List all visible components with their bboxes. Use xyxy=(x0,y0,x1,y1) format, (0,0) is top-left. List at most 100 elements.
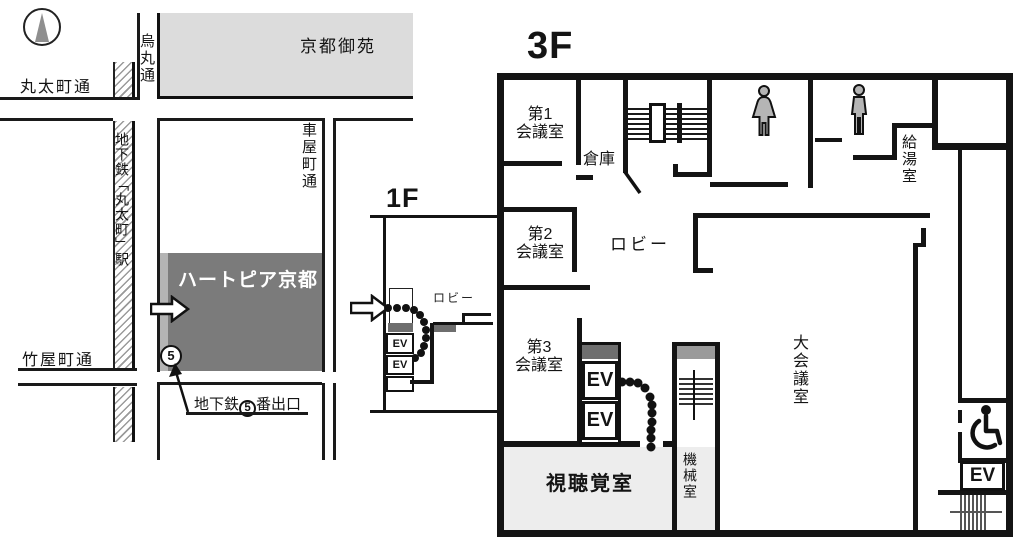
machine-room-fill xyxy=(677,447,715,530)
wall-segment xyxy=(693,268,713,273)
wall-segment xyxy=(707,80,712,173)
exit-note-number: 5 xyxy=(239,400,257,417)
wall-segment xyxy=(663,441,672,447)
av-room-label: 視聴覚室 xyxy=(546,473,634,495)
street-line xyxy=(0,97,137,100)
wall-segment xyxy=(370,410,497,413)
building-name-label: ハートピア京都 xyxy=(177,270,318,291)
block-line xyxy=(157,118,160,372)
street-line xyxy=(137,13,140,100)
block-line xyxy=(333,118,413,121)
wall-segment xyxy=(672,342,720,346)
street-line xyxy=(333,383,336,460)
door-swing xyxy=(623,170,642,195)
wall-segment xyxy=(715,342,720,530)
street-line xyxy=(333,118,336,372)
wall-segment xyxy=(815,138,842,142)
floor1-title: 1F xyxy=(386,183,420,213)
wall-segment xyxy=(572,212,577,272)
meeting-room-3-label: 第3 会議室 xyxy=(514,339,563,374)
elevator-1f-2: EV xyxy=(386,355,414,375)
exit-note-suffix: 番出口 xyxy=(256,396,302,413)
street-line xyxy=(18,383,137,386)
kitchenette-label: 給湯室 xyxy=(900,134,917,185)
wall-segment xyxy=(932,143,1006,150)
meeting-room-1-label: 第1 会議室 xyxy=(515,106,564,141)
outer-wall xyxy=(497,73,1013,80)
wall-segment xyxy=(938,490,1006,495)
exit-5-marker: 5 xyxy=(160,345,182,367)
wall-segment xyxy=(853,155,897,160)
street-label-marutamachi: 丸太町通 xyxy=(20,79,93,96)
step-landing xyxy=(433,323,456,332)
wall-segment xyxy=(672,342,677,530)
wall-segment xyxy=(808,80,813,188)
street-label-karasuma: 烏丸通 xyxy=(138,33,155,84)
elevator-3f-2: EV xyxy=(582,401,618,440)
wall-segment xyxy=(463,313,491,316)
meeting-room-2-label: 第2 会議室 xyxy=(515,226,564,261)
floor3-title: 3F xyxy=(527,25,574,67)
wall-segment xyxy=(693,218,698,272)
wall-segment xyxy=(932,80,938,150)
wall-segment xyxy=(958,150,962,398)
street-line xyxy=(0,118,113,121)
wall-segment xyxy=(958,432,962,458)
wall-segment xyxy=(673,172,712,177)
block-line xyxy=(157,383,160,460)
large-meeting-room-label: 大会議室 xyxy=(790,334,807,406)
wall-segment xyxy=(958,410,962,423)
outer-wall xyxy=(497,530,1013,537)
building-block xyxy=(160,253,322,371)
floor3-lobby-label: ロビー xyxy=(610,235,670,254)
street-label-kurumayacho: 車屋町通 xyxy=(300,122,317,190)
wall-segment xyxy=(576,80,581,165)
wall-segment xyxy=(410,380,434,384)
wall-segment xyxy=(504,161,562,166)
wall-segment xyxy=(383,215,386,413)
wheelchair-accessible-icon xyxy=(970,405,1003,450)
wall-segment xyxy=(673,164,678,177)
machine-room-label: 機械室 xyxy=(682,452,698,500)
entrance-arrow-icon xyxy=(350,294,390,322)
exit-pointer-arrow xyxy=(169,363,190,413)
storage-label: 倉庫 xyxy=(583,151,616,168)
wall-segment xyxy=(623,80,628,173)
outer-wall xyxy=(1006,73,1013,537)
wall-segment xyxy=(693,213,930,218)
wall-segment xyxy=(958,458,1006,463)
street-line xyxy=(157,382,322,385)
men-restroom-icon xyxy=(850,84,868,135)
block-line xyxy=(157,118,322,121)
street-line xyxy=(322,118,325,372)
outer-wall xyxy=(497,73,504,537)
elevator-landing xyxy=(388,323,413,332)
wall-segment xyxy=(462,313,465,325)
exit-note-prefix: 地下鉄 xyxy=(194,396,240,413)
street-label-takeyacho: 竹屋町通 xyxy=(22,352,95,369)
wall-segment xyxy=(913,247,918,530)
entrance-arrow-icon xyxy=(150,295,190,323)
wall-segment xyxy=(892,123,933,128)
wall-segment xyxy=(913,243,926,247)
accessible-elevator: EV xyxy=(960,461,1005,491)
subway-strip xyxy=(113,121,135,370)
wall-segment xyxy=(370,215,497,218)
elevator-1f-1: EV xyxy=(386,333,414,354)
wall-segment xyxy=(504,285,590,290)
wall-segment xyxy=(958,398,1006,403)
wall-segment xyxy=(892,127,897,160)
stair-cap xyxy=(677,346,715,359)
subway-strip xyxy=(113,387,135,442)
wall-segment xyxy=(504,441,640,447)
wall-segment xyxy=(710,182,788,187)
floor1-lobby-label: ロビー xyxy=(433,291,476,305)
compass-icon xyxy=(23,8,61,46)
park-block xyxy=(157,13,413,99)
subway-station-label: 地下鉄「丸太町」駅 xyxy=(114,132,130,267)
street-line xyxy=(322,383,325,460)
wall-segment xyxy=(921,228,926,247)
elevator-cap xyxy=(582,345,618,359)
